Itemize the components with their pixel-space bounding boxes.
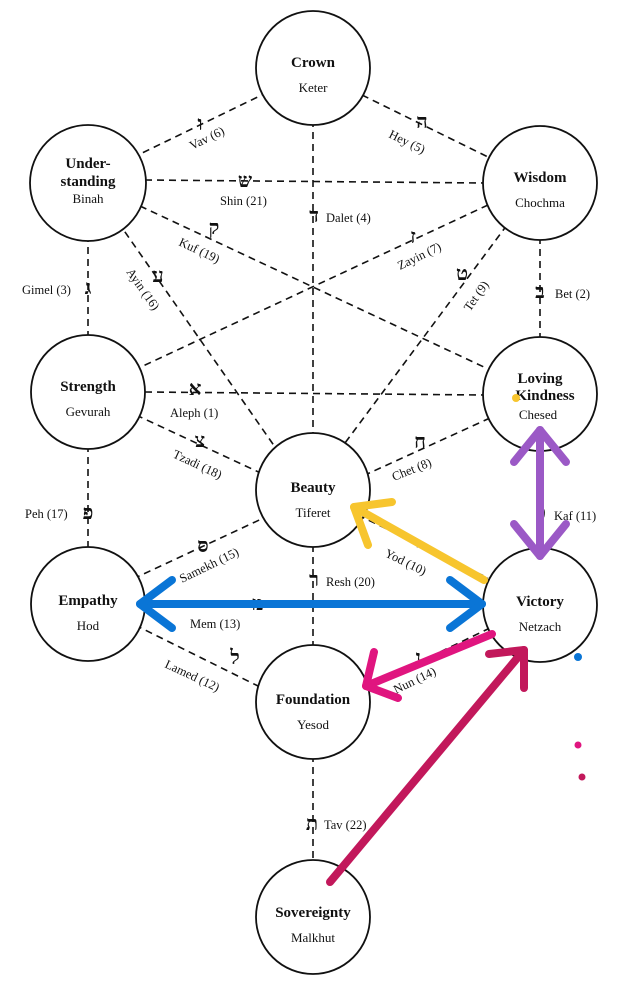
label-chet: Chet (8) (390, 455, 434, 483)
node-understanding: Under- standing Binah (29, 124, 147, 242)
letter-tav: ת (306, 811, 318, 835)
letter-tzadi: צ (195, 428, 205, 452)
label-shin: Shin (21) (220, 194, 267, 208)
node-empathy: Empathy Hod (30, 546, 146, 662)
label-peh: Peh (17) (25, 507, 68, 521)
node-title-line2: Kindness (515, 388, 574, 404)
label-dalet: Dalet (4) (326, 211, 371, 225)
node-crown: Crown Keter (255, 10, 371, 126)
path-wisdom-strength (142, 204, 489, 367)
label-tav: Tav (22) (324, 818, 367, 832)
label-resh: Resh (20) (326, 575, 375, 589)
node-wisdom: Wisdom Chochma (482, 125, 598, 241)
node-subtitle: Malkhut (291, 930, 335, 945)
node-title: Empathy (58, 593, 118, 609)
node-foundation: Foundation Yesod (255, 644, 371, 760)
letter-bet: ב (535, 279, 545, 303)
node-title: Beauty (291, 480, 337, 496)
magenta-arrow (362, 630, 496, 702)
node-subtitle: Hod (77, 618, 100, 633)
path-wisdom-beauty (344, 224, 508, 444)
node-subtitle: Tiferet (296, 505, 331, 520)
letter-lamed: ל (229, 645, 239, 669)
label-samekh: Samekh (15) (177, 545, 241, 586)
node-subtitle: Netzach (519, 619, 562, 634)
node-subtitle: Chochma (515, 195, 565, 210)
node-title: Crown (291, 55, 336, 71)
label-bet: Bet (2) (555, 287, 590, 301)
node-subtitle: Gevurah (66, 404, 111, 419)
node-title: Victory (516, 594, 564, 610)
letter-peh: פ (83, 500, 94, 524)
letter-tet: ט (456, 261, 468, 285)
letter-samekh: ס (197, 533, 208, 557)
node-title: Sovereignty (275, 905, 351, 921)
letter-aleph: א (189, 376, 202, 400)
dark-pink-dot (578, 773, 586, 781)
letter-gimel: ג (85, 275, 92, 299)
letter-shin: ש (238, 168, 252, 192)
node-victory: Victory Netzach (482, 547, 598, 663)
sefirot-nodes: Crown Keter Under- standing Binah Wisdom… (29, 10, 598, 975)
node-subtitle: Keter (299, 80, 329, 95)
path-strength-chesed (144, 391, 484, 396)
pink-dot (574, 741, 582, 749)
path-understanding-beauty (117, 221, 276, 448)
label-aleph: Aleph (1) (170, 406, 218, 420)
node-title-line1: Under- (65, 156, 110, 172)
purple-double-arrow (510, 426, 570, 560)
label-kuf: Kuf (19) (177, 235, 222, 266)
node-subtitle: Chesed (519, 407, 558, 422)
letter-chet: ח (414, 429, 426, 453)
yellow-mark (512, 394, 520, 402)
label-kaf: Kaf (11) (554, 509, 596, 523)
path-understanding-wisdom (144, 179, 484, 184)
node-title-line2: standing (60, 174, 116, 190)
label-vav: Vav (6) (187, 124, 227, 153)
node-title: Wisdom (513, 170, 567, 186)
label-zayin: Zayin (7) (395, 240, 443, 273)
yellow-arrow (350, 498, 488, 584)
blue-double-arrow (136, 576, 486, 632)
path-understanding-chesed (139, 205, 487, 369)
node-subtitle: Yesod (297, 717, 329, 732)
node-title-line1: Loving (517, 371, 563, 387)
path-crown-understanding (137, 91, 269, 156)
blue-dot (574, 653, 582, 661)
letter-resh: ר (309, 567, 319, 591)
letter-vav: ו (197, 111, 202, 135)
node-title: Foundation (276, 692, 351, 708)
node-beauty: Beauty Tiferet (255, 432, 371, 548)
path-beauty-empathy (134, 514, 271, 579)
node-title: Strength (60, 379, 116, 395)
label-lamed: Lamed (12) (163, 657, 222, 694)
label-yod: Yod (10) (383, 546, 429, 578)
annotations (136, 394, 586, 886)
node-subtitle: Binah (72, 191, 104, 206)
letter-kuf: ק (209, 215, 220, 239)
path-chesed-beauty (364, 417, 491, 476)
node-strength: Strength Gevurah (30, 334, 146, 450)
label-mem: Mem (13) (190, 617, 240, 631)
label-gimel: Gimel (3) (22, 283, 71, 297)
letter-hey: ה (416, 109, 428, 133)
node-loving-kindness: Loving Kindness Chesed (482, 336, 598, 452)
letter-zayin: ז (410, 224, 416, 248)
letter-nun: נ (415, 645, 422, 669)
node-sovereignty: Sovereignty Malkhut (255, 859, 371, 975)
dark-magenta-arrow (326, 646, 528, 886)
letter-dalet: ד (309, 203, 319, 227)
letter-ayin: ע (152, 263, 163, 287)
